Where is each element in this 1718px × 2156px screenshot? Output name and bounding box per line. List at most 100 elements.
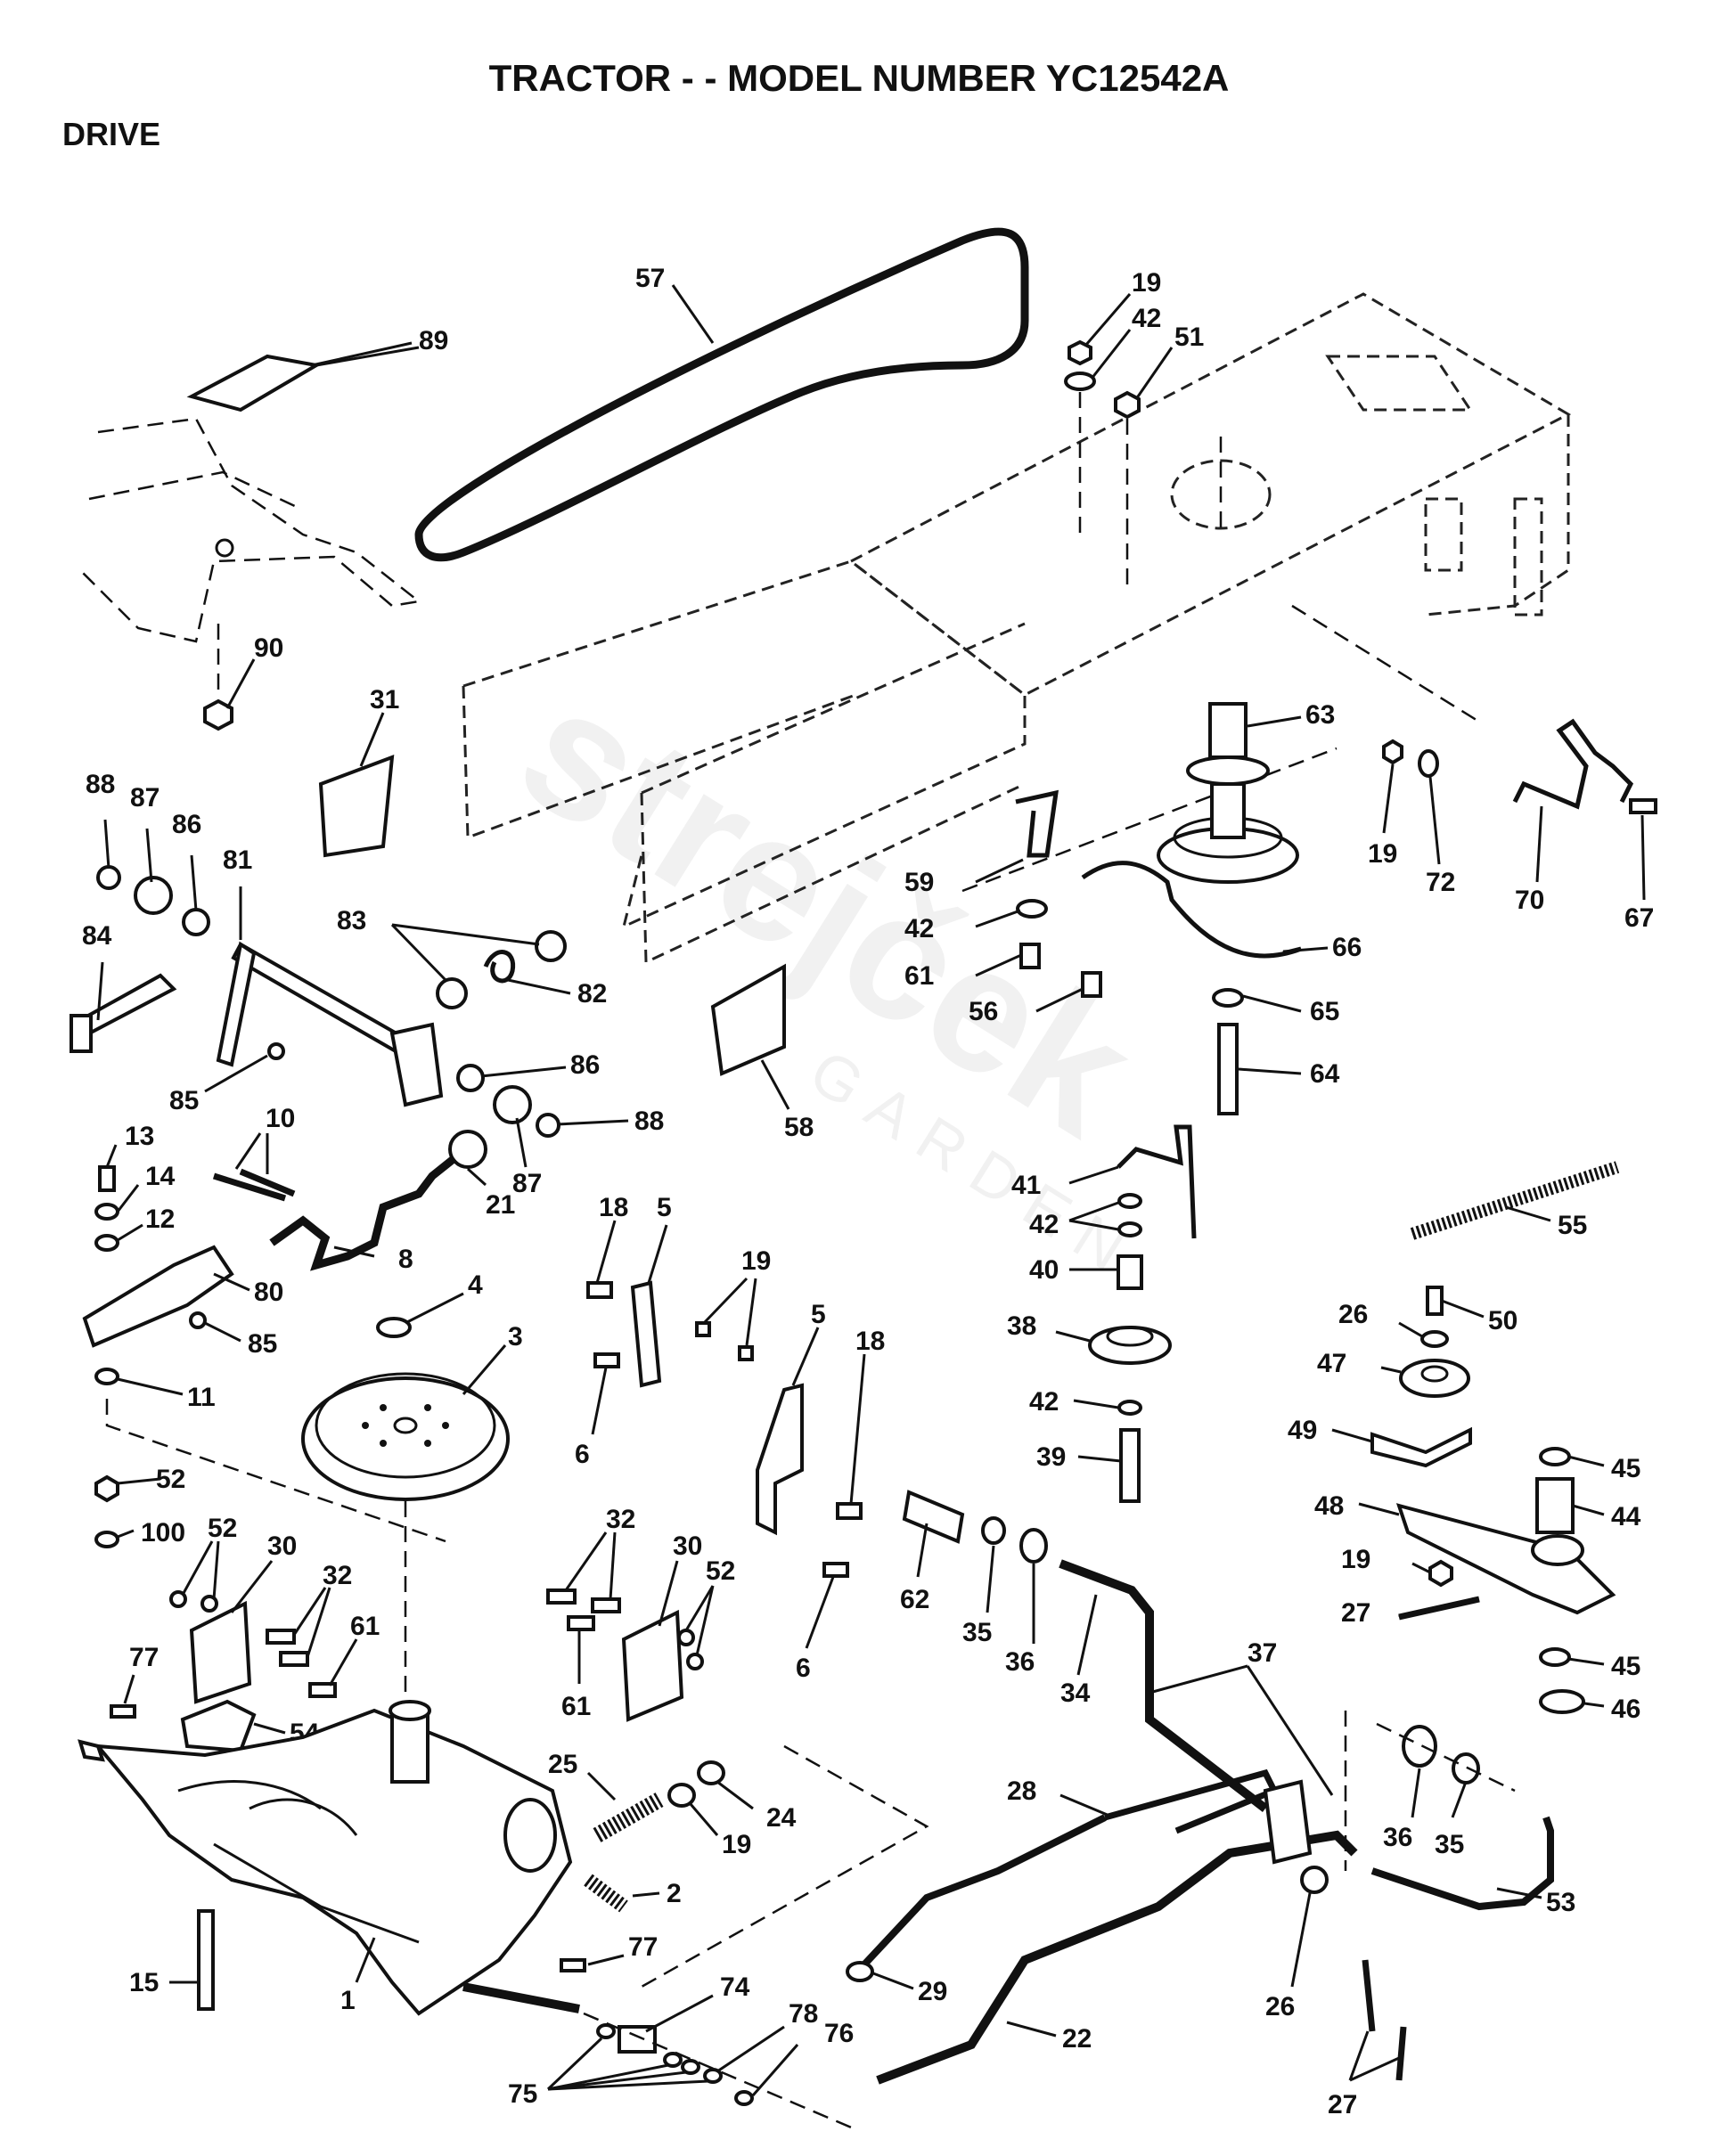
part-15-bolt	[197, 1909, 215, 2011]
part-52-nut-left	[94, 1474, 119, 1503]
callout-31: 31	[370, 685, 399, 715]
callout-53: 53	[1546, 1888, 1575, 1917]
part-87-washer-mid	[493, 1085, 532, 1124]
callout-26-low: 26	[1265, 1992, 1295, 2021]
part-46-ring	[1539, 1689, 1585, 1714]
part-6-bolt-b	[822, 1562, 849, 1578]
callout-22: 22	[1062, 2024, 1092, 2054]
part-51-nut	[1114, 390, 1141, 420]
callout-19-trans: 19	[722, 1830, 751, 1859]
part-32-bolt-b	[279, 1651, 309, 1667]
part-10-bolt-a	[212, 1172, 287, 1202]
callout-49: 49	[1288, 1416, 1317, 1445]
part-30-bracket-center	[621, 1609, 684, 1722]
part-63-pulley-assembly	[1157, 702, 1299, 884]
callout-67: 67	[1624, 903, 1654, 933]
part-18-bolt-b	[836, 1502, 863, 1520]
part-41-rod	[1117, 1124, 1197, 1239]
part-70-rod	[1512, 718, 1634, 810]
part-22-rod	[876, 1830, 1358, 2085]
part-36-washer-b	[1402, 1725, 1437, 1768]
part-42-washer-mid	[1016, 899, 1048, 919]
callout-2: 2	[667, 1879, 682, 1908]
part-1-transaxle	[78, 1700, 580, 2016]
part-35-washer-a	[981, 1516, 1006, 1545]
part-57-belt	[414, 227, 1029, 562]
callout-18-a: 18	[599, 1193, 628, 1222]
part-44-bushing	[1535, 1477, 1575, 1534]
part-39-bolt	[1119, 1428, 1141, 1503]
callout-70: 70	[1515, 886, 1544, 915]
callout-51: 51	[1174, 323, 1204, 352]
part-75-washer-a	[596, 2023, 616, 2039]
callout-32-left: 32	[323, 1561, 352, 1590]
callout-76: 76	[824, 2019, 854, 2048]
part-77-key-b	[560, 1958, 586, 1972]
callout-47: 47	[1317, 1349, 1346, 1378]
part-54-clamp	[180, 1699, 257, 1753]
part-45-washer-top	[1539, 1447, 1571, 1466]
part-58-plate	[710, 963, 786, 1076]
callout-5-b: 5	[811, 1300, 826, 1329]
part-34-shaft	[1059, 1559, 1269, 1812]
callout-62: 62	[900, 1585, 929, 1614]
callout-63: 63	[1305, 700, 1335, 730]
part-100-washer	[94, 1531, 119, 1548]
callout-86-mid: 86	[570, 1050, 600, 1080]
callout-45-low: 45	[1611, 1652, 1640, 1681]
callout-15: 15	[129, 1968, 159, 1997]
part-14-washer	[94, 1203, 119, 1221]
part-61-bolt-left	[308, 1682, 337, 1698]
part-61-bolt-center	[567, 1615, 595, 1631]
part-64-bolt	[1217, 1023, 1239, 1115]
part-80-plate	[82, 1245, 234, 1348]
callout-18-b: 18	[855, 1327, 885, 1356]
part-30-bracket-left	[189, 1600, 252, 1704]
callout-44: 44	[1611, 1502, 1641, 1531]
part-52-nut-c2	[686, 1653, 704, 1670]
part-50-bolt	[1426, 1286, 1444, 1316]
part-19-nut-right	[1382, 739, 1403, 765]
callout-90: 90	[254, 633, 283, 663]
callout-27-a: 27	[1341, 1598, 1370, 1628]
callout-41: 41	[1011, 1171, 1041, 1200]
part-42-washer-c	[1117, 1193, 1142, 1209]
part-29-rod	[862, 1814, 1107, 1967]
callout-88-mid: 88	[634, 1107, 664, 1136]
part-19-nut-b	[738, 1345, 754, 1361]
callout-85-mid: 85	[169, 1086, 199, 1115]
callout-5-a: 5	[657, 1193, 672, 1222]
part-27-pin-a	[1398, 1596, 1480, 1621]
part-10-bolt-b	[239, 1168, 296, 1197]
callout-86-top: 86	[172, 810, 201, 839]
callout-37: 37	[1248, 1638, 1277, 1668]
part-84-end	[70, 1014, 93, 1053]
callout-36-b: 36	[1383, 1823, 1412, 1852]
part-42-washer-top	[1064, 372, 1096, 391]
part-4-ring	[376, 1317, 412, 1338]
callout-59: 59	[904, 868, 934, 897]
callout-81: 81	[223, 845, 252, 875]
callout-84: 84	[82, 921, 112, 951]
part-24-nut	[697, 1760, 725, 1785]
callout-100: 100	[141, 1518, 185, 1548]
callout-77-a: 77	[129, 1643, 159, 1672]
callout-6-a: 6	[575, 1440, 590, 1469]
part-32-bolt-a	[266, 1629, 296, 1645]
part-32-bolt-c	[546, 1588, 577, 1605]
callout-61-center: 61	[561, 1692, 591, 1721]
part-66-spring-wire	[1081, 861, 1302, 959]
callout-74: 74	[720, 1972, 750, 2002]
part-75-washer-c	[681, 2059, 700, 2075]
callout-42-c: 42	[1029, 1210, 1059, 1239]
callout-19-mid: 19	[741, 1246, 771, 1276]
part-86-bushing-top	[182, 908, 210, 936]
part-47-pulley	[1399, 1359, 1470, 1398]
part-40-spacer	[1117, 1254, 1143, 1290]
callout-45-top: 45	[1611, 1454, 1640, 1483]
part-61-bolt-mid	[1019, 943, 1041, 969]
part-38-pulley	[1088, 1326, 1172, 1365]
part-52-nut-c1	[677, 1629, 695, 1646]
part-87-washer-top	[134, 876, 173, 915]
callout-1: 1	[340, 1986, 356, 2015]
